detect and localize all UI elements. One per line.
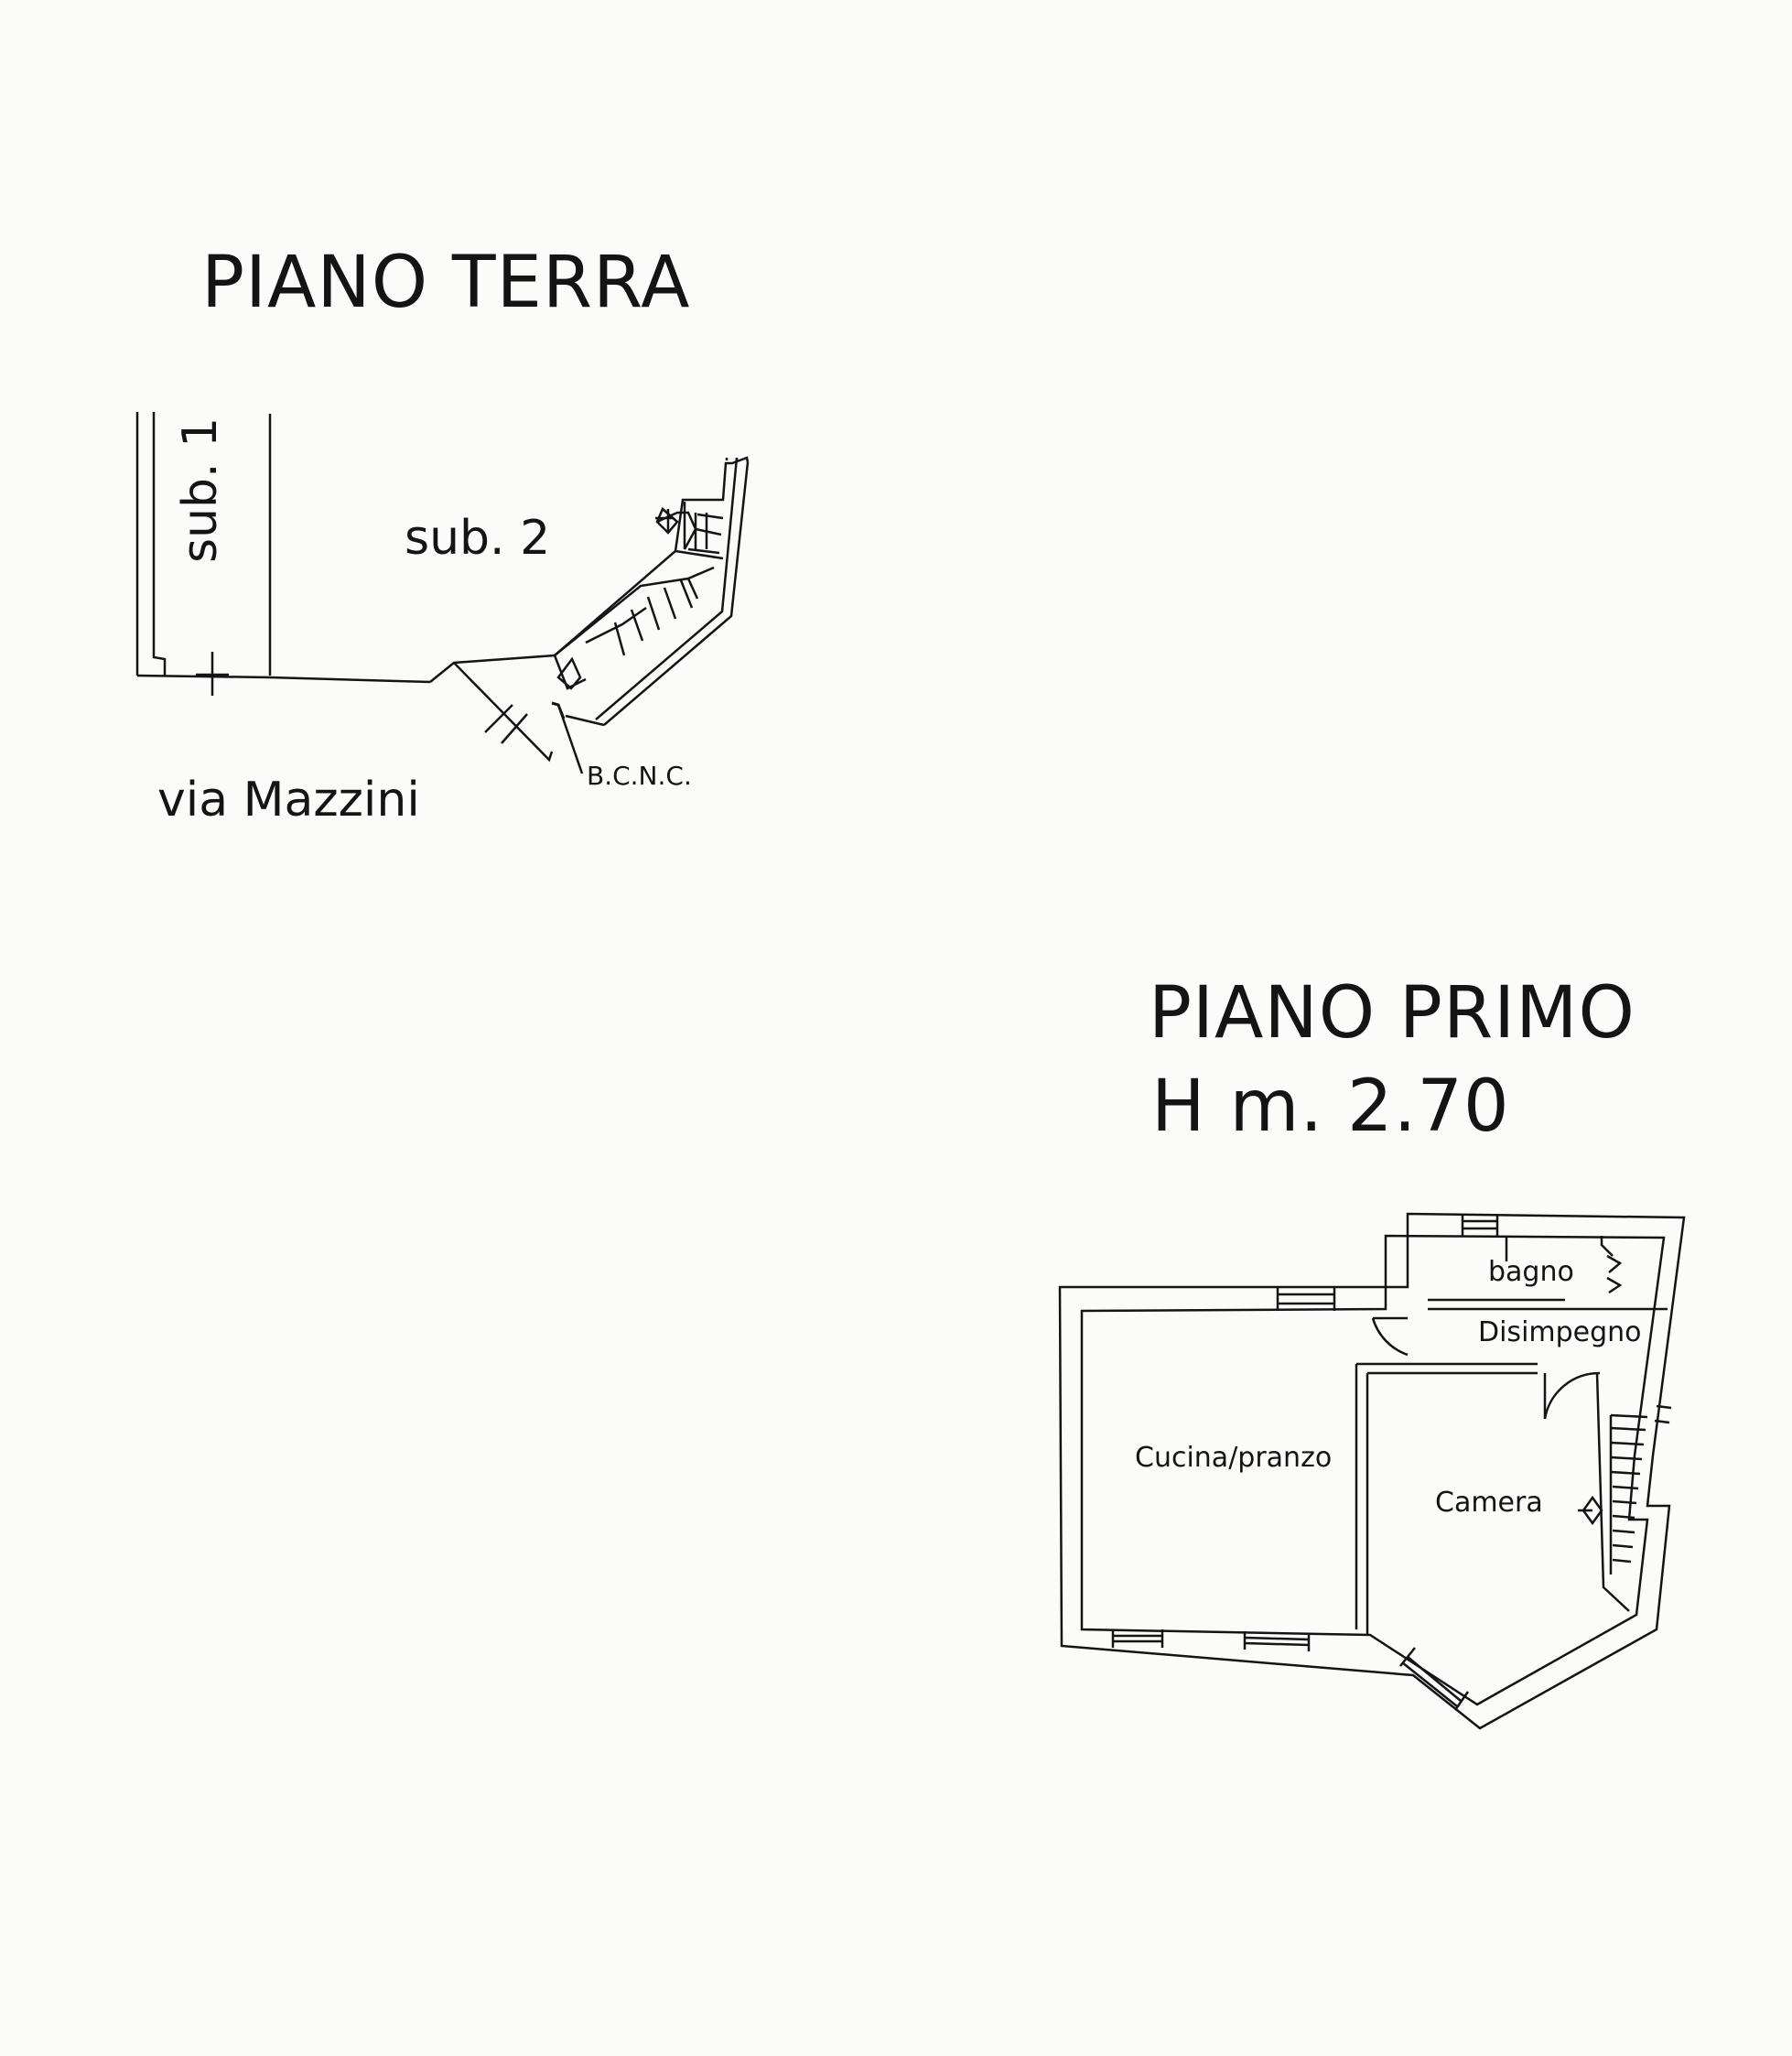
room-cucina-label: Cucina/pranzo: [1135, 1442, 1333, 1474]
street-label: via Mazzini: [157, 773, 420, 828]
ceiling-height-label: H m. 2.70: [1151, 1066, 1510, 1148]
first-floor-title: PIANO PRIMO: [1149, 972, 1635, 1055]
room-disimpegno-label: Disimpegno: [1478, 1316, 1642, 1348]
first-floor-plan: [1058, 1212, 1686, 1730]
bcnc-label: B.C.N.C.: [587, 761, 692, 791]
room-camera-label: Camera: [1435, 1487, 1543, 1519]
ground-floor-plan: [135, 412, 750, 774]
sub2-label: sub. 2: [405, 511, 551, 566]
ground-floor-title: PIANO TERRA: [201, 242, 691, 324]
room-bagno-label: bagno: [1488, 1256, 1574, 1288]
sub1-label: sub. 1: [173, 417, 228, 563]
